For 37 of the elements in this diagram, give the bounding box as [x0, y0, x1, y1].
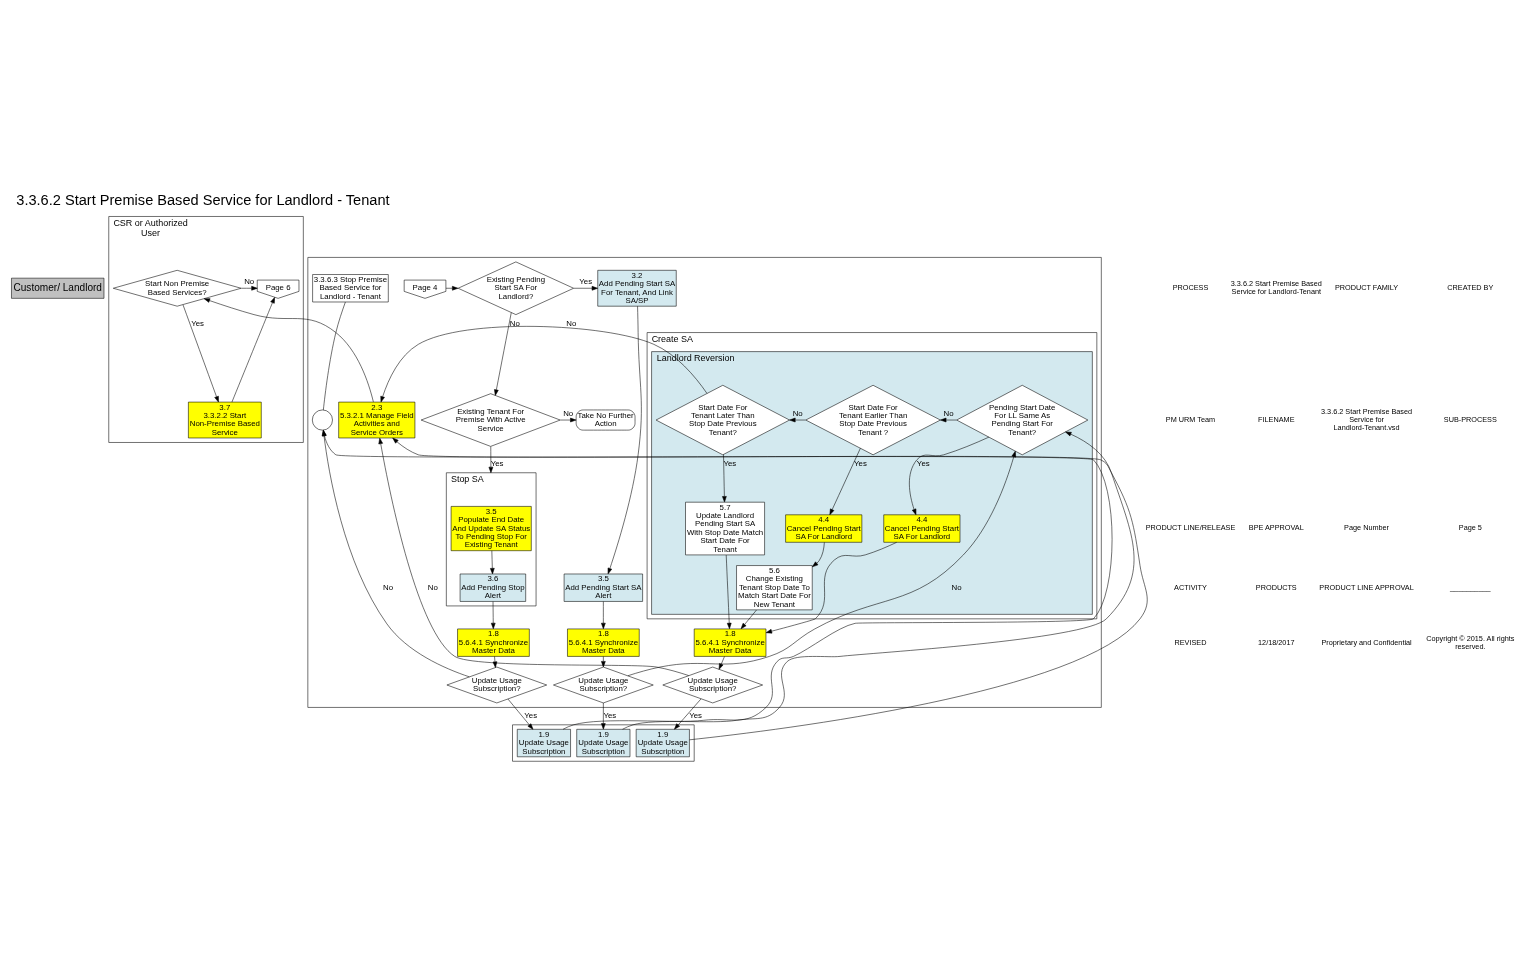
arrow	[490, 600, 495, 629]
arrow	[380, 325, 707, 402]
arrow	[939, 417, 957, 422]
arrow	[489, 549, 495, 574]
arrow	[391, 437, 1147, 740]
arrow	[600, 600, 606, 629]
arrow	[721, 453, 727, 502]
arrow	[829, 447, 861, 515]
diagram-title: 3.3.6.2 Start Premise Based Service for Landlord - Tenant	[15, 191, 390, 208]
arrow	[621, 431, 1134, 730]
node-circle	[311, 409, 333, 430]
arrow	[740, 609, 757, 629]
arrow	[378, 437, 689, 676]
arrow	[607, 305, 642, 574]
arrow	[493, 311, 512, 396]
arrow	[445, 285, 458, 290]
arrow	[573, 285, 598, 290]
arrow	[507, 698, 533, 730]
arrow	[725, 554, 731, 629]
arrow	[811, 541, 825, 567]
arrow	[908, 436, 989, 515]
arrow	[600, 655, 606, 667]
cluster	[307, 256, 1102, 708]
arrow	[492, 655, 497, 668]
arrow	[600, 702, 606, 729]
arrow	[627, 450, 1016, 676]
arrow	[765, 541, 897, 633]
arrow	[488, 445, 493, 473]
arrow	[718, 655, 725, 670]
arrow	[788, 417, 806, 422]
arrow	[231, 296, 275, 402]
arrow	[203, 297, 374, 402]
node-box: Customer/ Landlord	[10, 277, 104, 299]
arrow	[559, 417, 576, 422]
arrow	[240, 285, 258, 290]
arrow	[673, 698, 701, 729]
arrow	[182, 304, 219, 402]
